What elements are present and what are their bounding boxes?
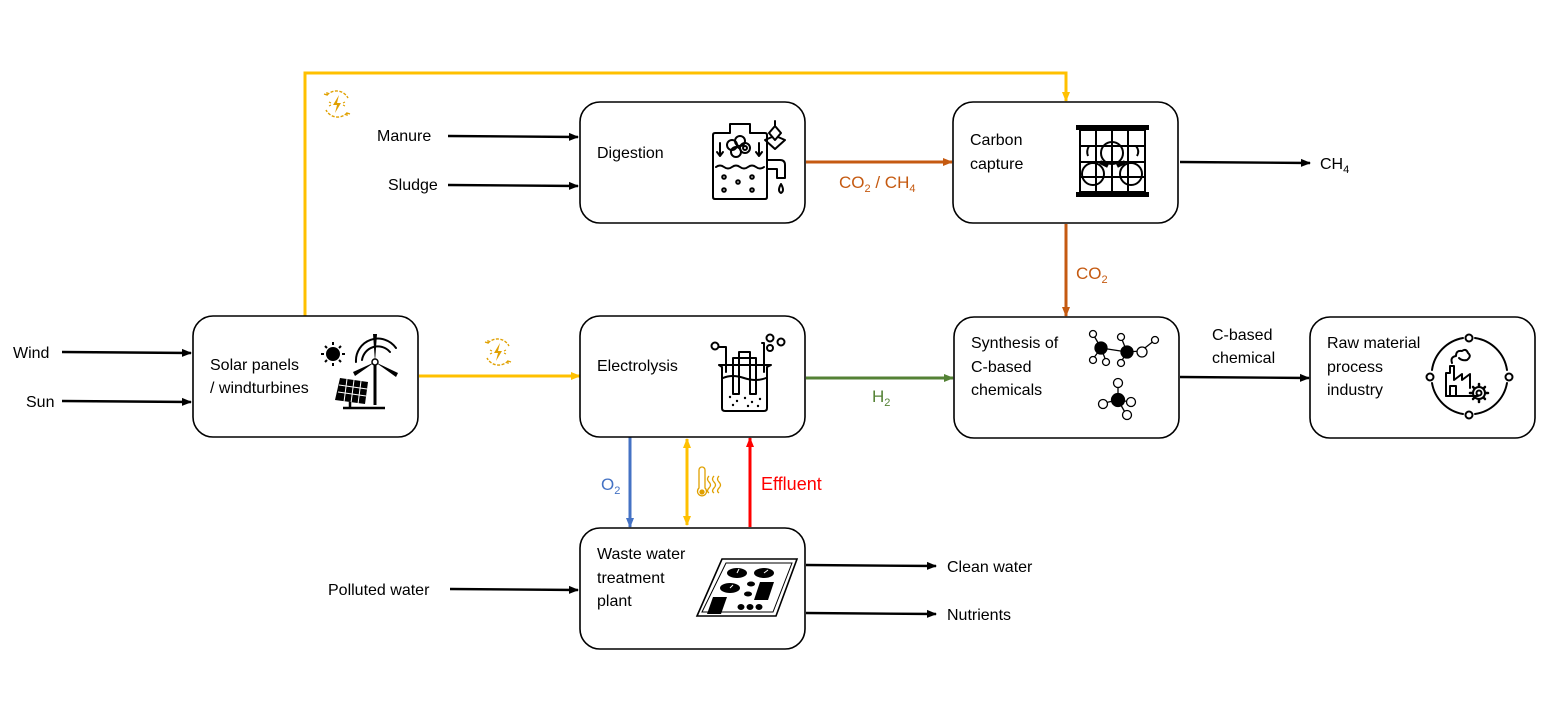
node-digestion[interactable]: Digestion bbox=[579, 101, 806, 224]
node-solar-windturbines[interactable]: Solar panels / windturbines bbox=[192, 315, 419, 438]
manure-label: Manure bbox=[377, 128, 431, 145]
node-label: Solar panels bbox=[210, 357, 299, 374]
molecule-icon bbox=[1088, 329, 1160, 421]
node-label: Raw material bbox=[1327, 335, 1420, 352]
electrolysis-beaker-icon bbox=[710, 333, 786, 412]
o2-label: O2 bbox=[601, 475, 620, 497]
node-raw-material-industry[interactable]: Raw material process industry bbox=[1309, 316, 1536, 439]
polluted-water-label: Polluted water bbox=[328, 582, 430, 599]
c-based-chemical-arrow bbox=[1179, 373, 1310, 382]
sludge-label: Sludge bbox=[388, 177, 438, 194]
ch4-out-arrow bbox=[1179, 158, 1311, 167]
node-label: Carbon bbox=[970, 132, 1022, 149]
thermometer-heat-icon bbox=[696, 466, 722, 497]
co2-ch4-label: CO2 / CH4 bbox=[839, 173, 915, 195]
electricity-cycle-icon bbox=[323, 90, 351, 118]
wind-label: Wind bbox=[13, 345, 49, 362]
node-label: process bbox=[1327, 359, 1383, 376]
c-based-label-line2: chemical bbox=[1212, 350, 1275, 367]
ch4-label: CH4 bbox=[1320, 156, 1349, 176]
manure-arrow bbox=[447, 132, 579, 141]
sun-label: Sun bbox=[26, 394, 54, 411]
sun-windturbine-solar-panel-icon bbox=[321, 334, 398, 410]
node-label: Electrolysis bbox=[597, 358, 678, 375]
nutrients-label: Nutrients bbox=[947, 607, 1011, 624]
node-label: Digestion bbox=[597, 145, 664, 162]
co2-label: CO2 bbox=[1076, 264, 1108, 286]
sludge-arrow bbox=[447, 181, 579, 190]
clean-water-arrow bbox=[805, 561, 937, 570]
factory-gear-cycle-icon bbox=[1425, 333, 1514, 420]
node-carbon-capture[interactable]: Carbon capture bbox=[952, 101, 1179, 224]
sun-arrow bbox=[61, 397, 192, 406]
effluent-label: Effluent bbox=[761, 474, 822, 494]
node-label: chemicals bbox=[971, 382, 1042, 399]
polluted-water-arrow bbox=[449, 585, 579, 594]
node-label: C-based bbox=[971, 359, 1031, 376]
carbon-capture-filter-icon bbox=[1076, 125, 1149, 197]
node-label: Synthesis of bbox=[971, 335, 1059, 352]
node-label: industry bbox=[1327, 382, 1383, 399]
node-label: plant bbox=[597, 593, 632, 610]
digester-tank-icon bbox=[712, 120, 786, 200]
electricity-cycle-icon bbox=[484, 338, 512, 366]
energy-flow-to-carbon-capture bbox=[303, 71, 1070, 316]
node-label: treatment bbox=[597, 570, 665, 587]
node-label: Waste water bbox=[597, 546, 686, 563]
node-synthesis[interactable]: Synthesis of C-based chemicals bbox=[953, 316, 1180, 439]
control-panel-icon bbox=[695, 558, 799, 617]
nutrients-arrow bbox=[805, 609, 937, 618]
node-label: capture bbox=[970, 156, 1023, 173]
h2-label: H2 bbox=[872, 387, 890, 409]
node-electrolysis[interactable]: Electrolysis bbox=[579, 315, 806, 438]
wind-arrow bbox=[61, 348, 192, 357]
node-label: / windturbines bbox=[210, 380, 309, 397]
clean-water-label: Clean water bbox=[947, 559, 1033, 576]
c-based-label-line1: C-based bbox=[1212, 327, 1272, 344]
node-waste-water-treatment-plant[interactable]: Waste water treatment plant bbox=[579, 527, 806, 650]
